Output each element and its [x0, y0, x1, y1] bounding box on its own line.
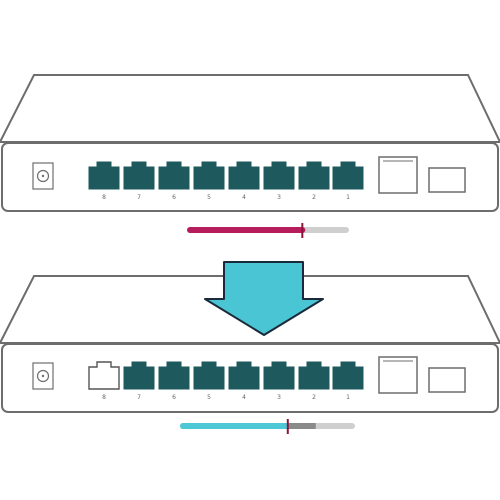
top-reset-slot — [428, 167, 466, 193]
top-port-label-3: 3 — [277, 194, 281, 201]
bottom-sfp-slot — [378, 356, 418, 394]
bottom-port-label-5: 5 — [207, 394, 211, 401]
bottom-port-8 — [88, 361, 120, 390]
top-sfp-slot — [378, 156, 418, 194]
bottom-reset-slot — [428, 367, 466, 393]
bottom-port-7 — [123, 361, 155, 390]
bottom-port-4 — [228, 361, 260, 390]
top-port-1 — [332, 161, 364, 190]
top-ethernet-ports: 8 7 6 5 4 3 2 1 — [88, 161, 364, 201]
top-port-4 — [228, 161, 260, 190]
bottom-power-jack — [32, 362, 54, 390]
bottom-port-3 — [263, 361, 295, 390]
top-port-2 — [298, 161, 330, 190]
top-port-3 — [263, 161, 295, 190]
top-port-label-1: 1 — [346, 194, 350, 201]
top-cable-progress — [187, 223, 349, 238]
bottom-ethernet-ports: 8 7 6 5 4 3 2 1 — [88, 361, 364, 401]
top-port-label-5: 5 — [207, 194, 211, 201]
bottom-port-label-6: 6 — [172, 394, 176, 401]
top-router-lid — [0, 74, 500, 143]
bottom-port-2 — [298, 361, 330, 390]
bottom-port-1 — [332, 361, 364, 390]
bottom-port-6 — [158, 361, 190, 390]
top-port-5 — [193, 161, 225, 190]
top-port-label-2: 2 — [312, 194, 316, 201]
bottom-cable-progress — [180, 419, 355, 434]
top-port-label-7: 7 — [137, 194, 141, 201]
bottom-port-label-8: 8 — [102, 394, 106, 401]
top-router: 8 7 6 5 4 3 2 1 — [0, 74, 500, 212]
bottom-port-label-7: 7 — [137, 394, 141, 401]
top-port-label-6: 6 — [172, 194, 176, 201]
bottom-port-label-3: 3 — [277, 394, 281, 401]
bottom-port-5 — [193, 361, 225, 390]
bottom-port-label-1: 1 — [346, 394, 350, 401]
bottom-port-label-4: 4 — [242, 394, 246, 401]
down-arrow-icon — [204, 261, 324, 336]
top-port-label-4: 4 — [242, 194, 246, 201]
top-port-6 — [158, 161, 190, 190]
top-port-8 — [88, 161, 120, 190]
top-port-7 — [123, 161, 155, 190]
bottom-port-label-2: 2 — [312, 394, 316, 401]
top-port-label-8: 8 — [102, 194, 106, 201]
top-power-jack — [32, 162, 54, 190]
